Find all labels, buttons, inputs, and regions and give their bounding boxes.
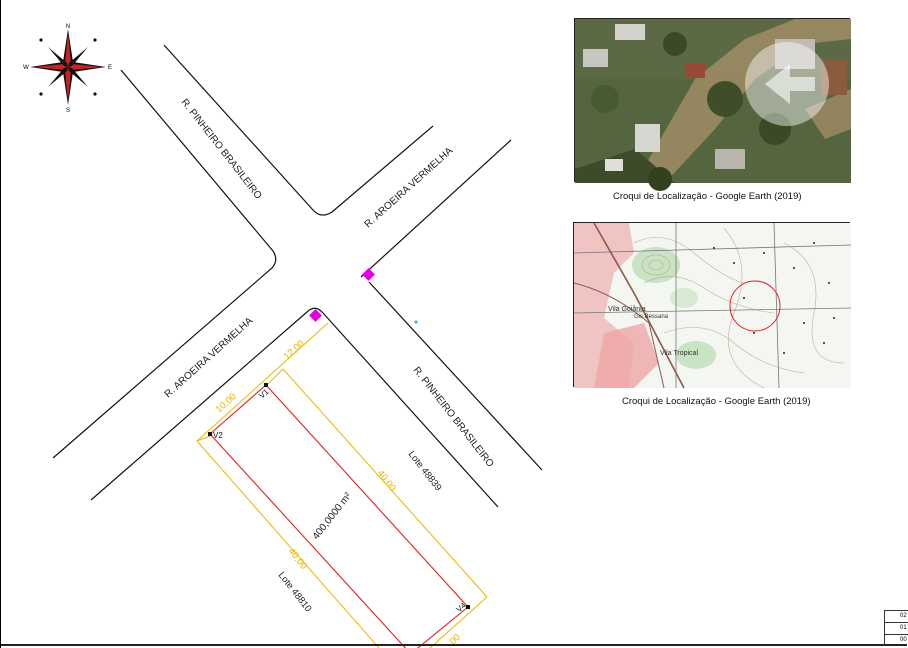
vertex-marker	[208, 432, 212, 436]
vertex-label-v2: V2	[213, 431, 223, 440]
compass-rose-icon: N S E W	[23, 24, 112, 114]
site-plan: N S E W	[23, 24, 543, 648]
lot-outline	[209, 384, 469, 648]
title-block: 02 01 00	[884, 610, 908, 644]
street-label-pinheiro-top: R. PINHEIRO BRASILEIRO	[179, 97, 264, 202]
compass-east-label: E	[108, 65, 112, 71]
location-circle	[729, 280, 781, 332]
topo-map-caption: Croqui de Localização - Google Earth (20…	[622, 396, 811, 407]
title-block-row: 01	[885, 622, 908, 634]
street-lines	[52, 44, 543, 508]
vertex-marker	[466, 605, 470, 609]
sheet-bottom-border	[1, 644, 907, 646]
topo-label-1: Gis Bessana	[634, 314, 669, 320]
title-block-row: 02	[885, 610, 908, 622]
satellite-map	[574, 18, 851, 191]
street-label-pinheiro-bottom: R. PINHEIRO BRASILEIRO	[411, 365, 496, 470]
compass-south-label: S	[66, 108, 70, 114]
topo-imagery: Vila Goiânia Gis Bessana Vila Tropical	[573, 222, 852, 389]
satellite-map-caption: Croqui de Localização - Google Earth (20…	[613, 191, 802, 202]
survey-point	[414, 320, 418, 324]
neighbor-lot-left: Lote 48810	[276, 570, 314, 614]
lot-area-label: 400,0000 m²	[311, 490, 355, 542]
topographic-map: Vila Goiânia Gis Bessana Vila Tropical	[573, 222, 852, 389]
dimension-lines	[196, 322, 488, 648]
street-label-aroeira-top: R. AROEIRA VERMELHA	[363, 145, 456, 230]
topo-label-0: Vila Goiânia	[608, 306, 646, 313]
dimension-label-side-right: 40,00	[375, 468, 398, 494]
vertex-marker	[264, 383, 268, 387]
dimension-label-front: 12,00	[282, 338, 307, 362]
compass-north-label: N	[66, 24, 70, 30]
topo-label-2: Vila Tropical	[660, 350, 698, 357]
neighbor-lot-right: Lote 48839	[406, 449, 444, 493]
boundary-marker	[309, 309, 322, 322]
vertex-label-v4: V4	[455, 600, 469, 614]
dimension-label-side-left: 40,00	[286, 546, 309, 572]
satellite-imagery	[575, 19, 851, 191]
street-label-aroeira-bottom: R. AROEIRA VERMELHA	[163, 315, 256, 400]
boundary-marker	[362, 268, 375, 281]
compass-west-label: W	[23, 65, 29, 71]
title-block-row: 00	[885, 634, 908, 646]
